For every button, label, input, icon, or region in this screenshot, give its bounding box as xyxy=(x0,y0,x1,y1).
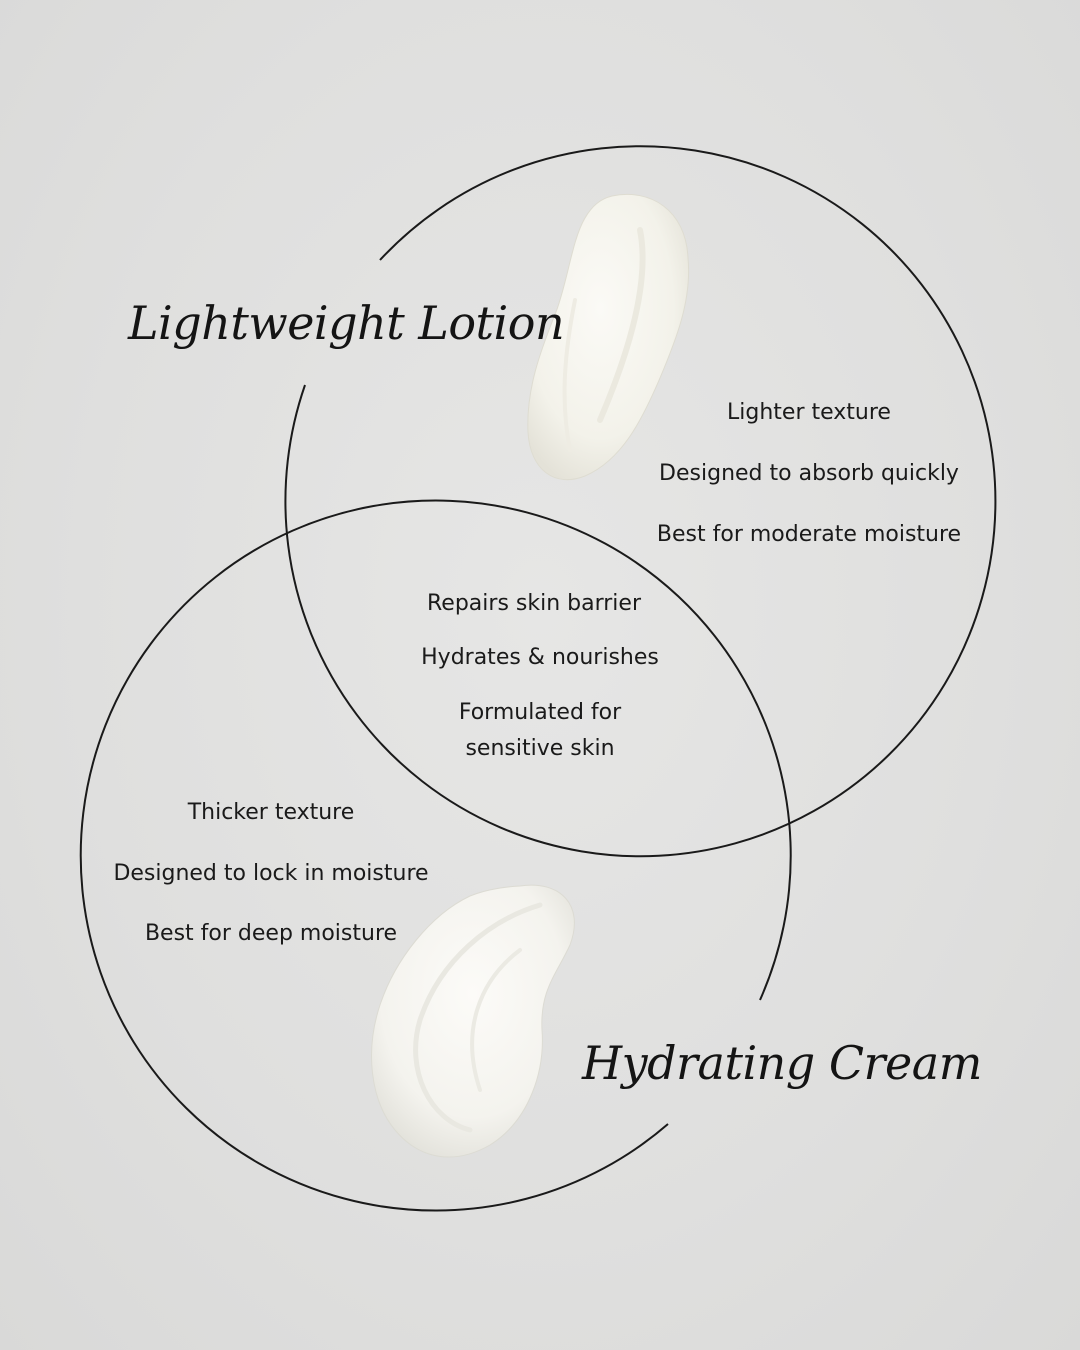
lotion-feature-3: Best for moderate moisture xyxy=(656,522,962,547)
shared-feature-2: Hydrates & nourishes xyxy=(421,645,659,670)
lotion-circle-outline xyxy=(284,145,997,858)
cream-circle-outline xyxy=(79,499,792,1212)
cream-feature-3: Best for deep moisture xyxy=(144,921,398,946)
shared-feature-3b: sensitive skin xyxy=(465,736,615,761)
lotion-title: Lightweight Lotion xyxy=(128,296,565,350)
cream-feature-1: Thicker texture xyxy=(187,800,355,825)
lotion-swatch-image xyxy=(527,193,690,481)
shared-feature-3a: Formulated for xyxy=(458,700,622,725)
lotion-feature-1: Lighter texture xyxy=(727,400,891,425)
lotion-feature-2: Designed to absorb quickly xyxy=(659,461,959,486)
cream-feature-2: Designed to lock in moisture xyxy=(113,861,429,886)
cream-swatch-image xyxy=(371,884,575,1158)
shared-feature-1: Repairs skin barrier xyxy=(427,591,641,616)
cream-title: Hydrating Cream xyxy=(582,1036,982,1090)
